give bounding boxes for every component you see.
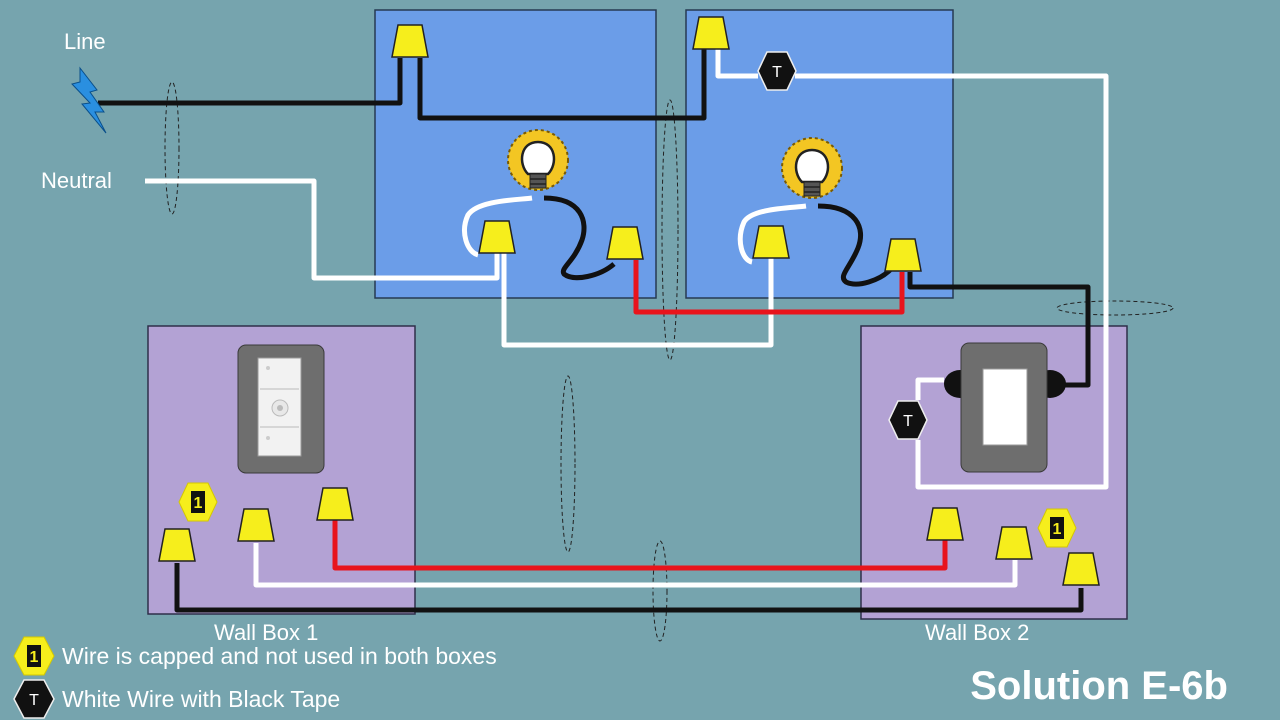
wire-neutral <box>253 543 1018 588</box>
wire-neutral <box>145 178 500 281</box>
tape-marker: T <box>757 51 797 91</box>
light-bulb-icon <box>781 137 843 199</box>
neutral-label: Neutral <box>41 168 112 193</box>
wire-traveler <box>332 520 948 571</box>
traveler-wires <box>332 260 948 571</box>
wire-nut-icon <box>884 238 922 272</box>
light-bulb-icon <box>507 129 569 191</box>
wire-nut-icon <box>237 508 275 542</box>
wire-hot <box>98 58 403 106</box>
tape-legend-icon: T <box>13 679 55 719</box>
bulb-lead-black <box>817 203 892 287</box>
cable-bundle <box>560 375 576 553</box>
cable-bundle <box>652 540 668 642</box>
lightning-icon <box>71 66 107 134</box>
bulb-lead-black <box>543 195 616 281</box>
legend-item-tape: T White Wire with Black Tape <box>12 679 340 719</box>
wire-neutral <box>715 48 758 79</box>
wall-box-1-label: Wall Box 1 <box>214 620 319 645</box>
cable-bundles <box>164 81 1174 642</box>
capped-marker-label: 1 <box>1053 521 1062 538</box>
tape-marker-label: T <box>903 413 913 430</box>
legend-text-tape: White Wire with Black Tape <box>62 685 341 712</box>
bulb-lead-white <box>462 195 533 258</box>
wire-nut-icon <box>752 225 790 259</box>
wire-nut-icon <box>478 220 516 254</box>
switch-icon <box>944 342 1066 473</box>
wire-neutral <box>915 377 944 400</box>
tape-marker-label: T <box>772 64 782 81</box>
legend-badge-1: 1 <box>30 649 39 666</box>
wire-neutral <box>501 250 774 348</box>
wire-hot <box>174 563 1084 613</box>
wall-box-2-label: Wall Box 2 <box>925 620 1030 645</box>
wire-traveler <box>633 260 905 315</box>
wire-nut-icon <box>391 24 429 58</box>
wire-nut-icon <box>926 507 964 541</box>
wire-nut-icon <box>995 526 1033 560</box>
wire-hot <box>907 272 1091 388</box>
bulb-lead-white <box>737 203 807 265</box>
solution-title: Solution E-6b <box>970 664 1228 708</box>
capped-marker-label: 1 <box>194 495 203 512</box>
capped-legend-icon: 1 <box>13 636 55 676</box>
cable-bundle <box>164 81 180 215</box>
hot-wires <box>98 48 1091 613</box>
wire-nut-icon <box>692 16 730 50</box>
legend-badge-t: T <box>29 692 39 709</box>
line-label: Line <box>64 29 106 54</box>
wire-nut-icon <box>316 487 354 521</box>
legend-text-capped: Wire is capped and not used in both boxe… <box>62 642 497 669</box>
dimmer-icon <box>237 344 325 474</box>
capped-marker: 1 <box>1037 508 1077 548</box>
legend-item-capped: 1 Wire is capped and not used in both bo… <box>12 636 497 676</box>
wire-nut-icon <box>1062 552 1100 586</box>
wire-nut-icon <box>606 226 644 260</box>
wire-nut-icon <box>158 528 196 562</box>
cable-bundle <box>661 99 679 361</box>
capped-marker: 1 <box>178 482 218 522</box>
wire-neutral <box>795 73 1109 490</box>
cable-bundle <box>1056 300 1174 316</box>
neutral-wires <box>145 48 1109 588</box>
tape-marker: T <box>888 400 928 440</box>
wire-hot <box>417 48 707 121</box>
